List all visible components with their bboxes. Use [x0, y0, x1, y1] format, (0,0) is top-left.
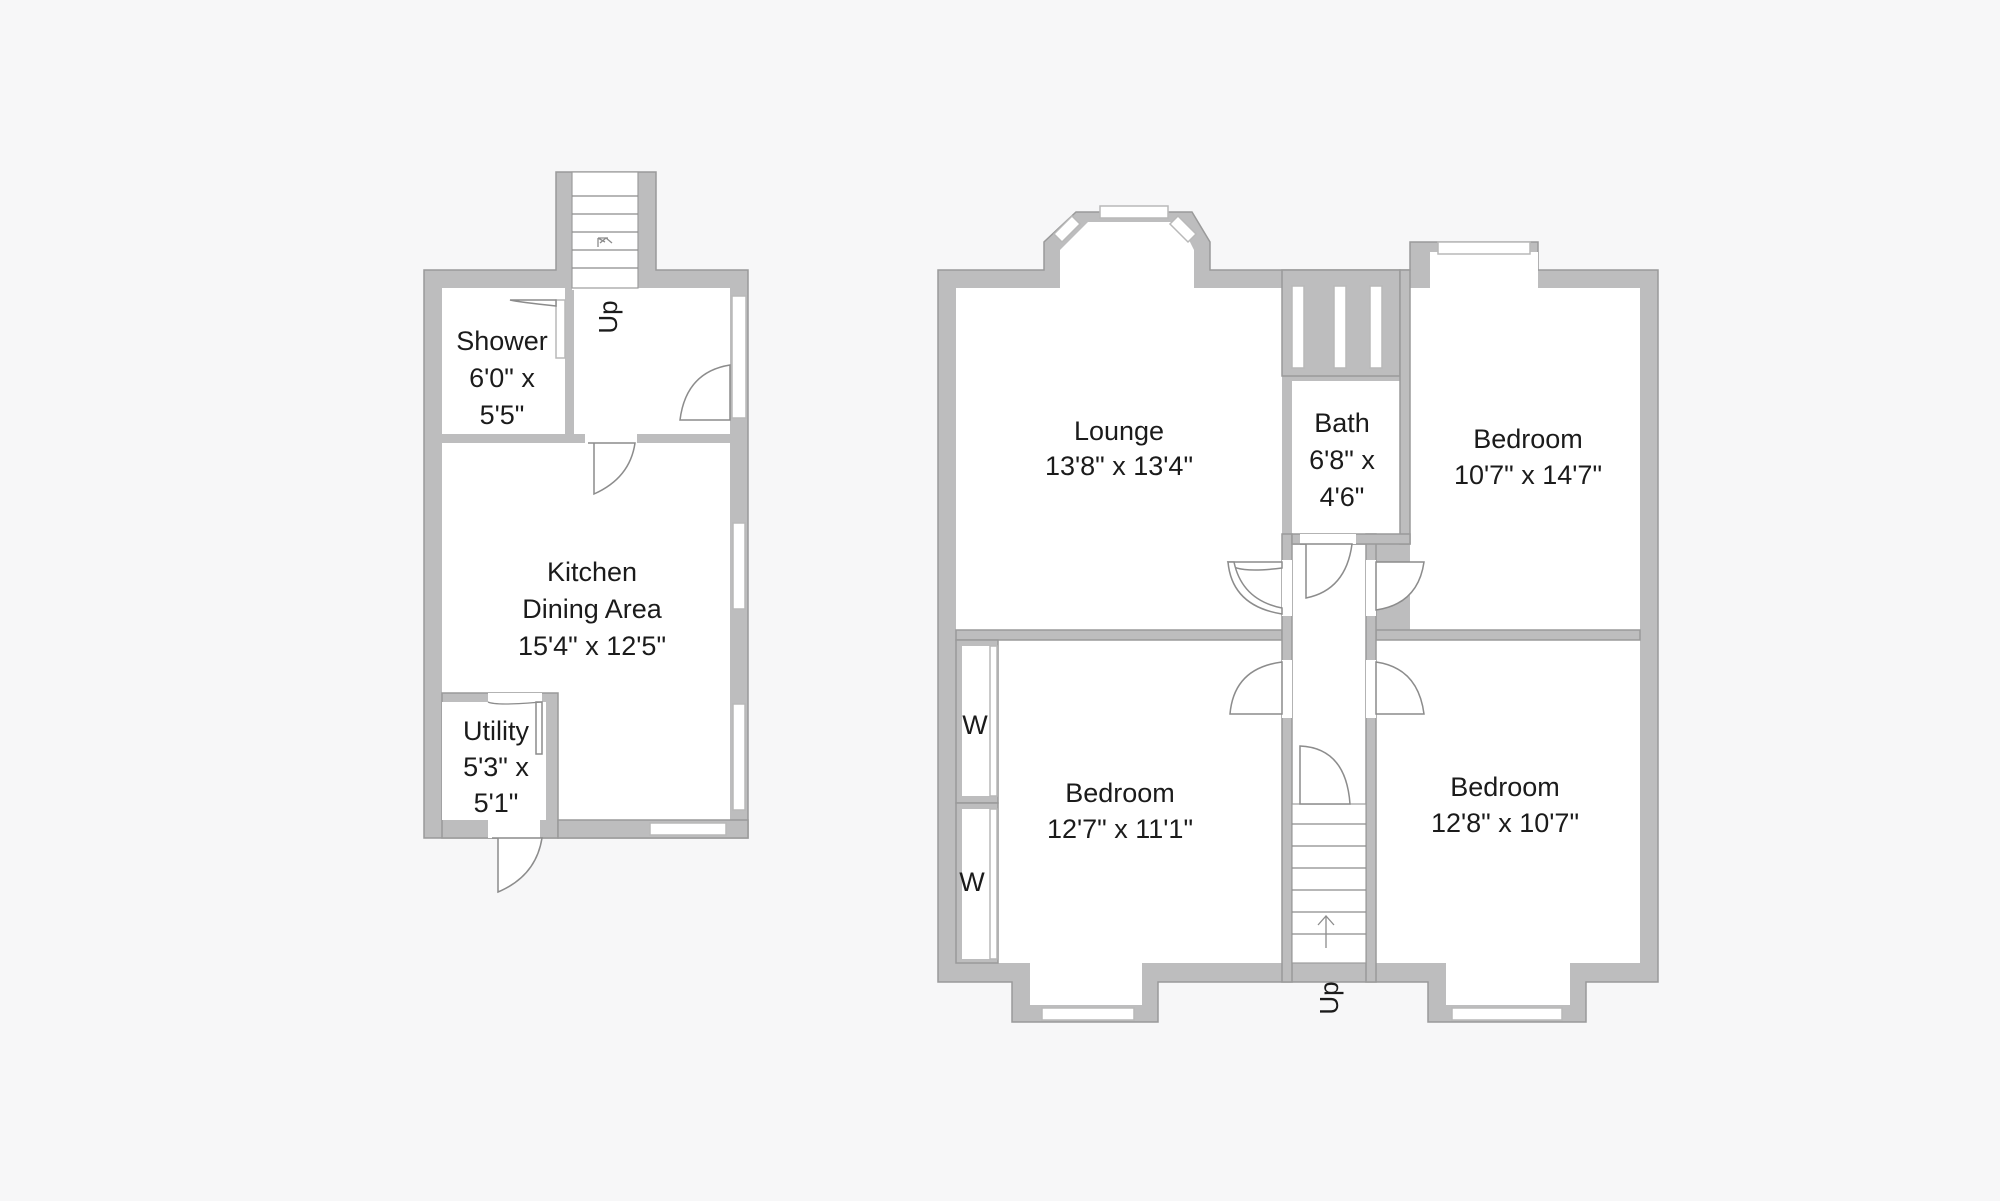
bedroom-br-window: [1451, 1007, 1563, 1021]
lounge-bedroom-divider: [955, 629, 1283, 641]
bedroom-tr-window: [1437, 241, 1531, 255]
bedroom-br-floor: [1376, 640, 1640, 963]
bedroom-bl-bay: [1030, 963, 1142, 1005]
lounge-bay-window-front: [1099, 205, 1169, 219]
bedroom-tr-label: Bedroom: [1473, 424, 1583, 454]
bedroom-tr-floor: [1410, 288, 1640, 630]
kitchen-dims: 15'4" x 12'5": [518, 631, 666, 661]
lounge-dims: 13'8" x 13'4": [1045, 451, 1193, 481]
bedroom-bl-dims: 12'7" x 11'1": [1047, 814, 1193, 844]
utility-floor: [442, 702, 546, 820]
landing-left-wall: [1281, 533, 1293, 983]
bedroom-br-bay: [1446, 963, 1570, 1005]
utility-dims-1: 5'3" x: [463, 752, 529, 782]
shower-dims-2: 5'5": [480, 400, 525, 430]
kitchen-window-1: [732, 522, 746, 610]
bath-door[interactable]: [1300, 534, 1356, 599]
bath-dims-2: 4'6": [1320, 482, 1365, 512]
landing-cupboard-door[interactable]: [1299, 745, 1351, 805]
bedroom-tr-dims: 10'7" x 14'7": [1454, 460, 1602, 490]
lounge-door[interactable]: [1226, 560, 1292, 616]
bedroom-tr-bay: [1430, 252, 1538, 288]
lounge-bay-window-right: [1168, 214, 1198, 244]
shower-room-floor: [442, 288, 565, 434]
bedroom-br-door[interactable]: [1366, 660, 1425, 718]
bath-dims-1: 6'8" x: [1309, 445, 1375, 475]
landing-stairs-up-label: Up: [1314, 981, 1344, 1014]
shower-dims-1: 6'0" x: [469, 363, 535, 393]
kitchen-door[interactable]: [585, 434, 637, 496]
wardrobe-1-doors[interactable]: [989, 645, 998, 797]
bedroom-tr-br-divider: [1375, 629, 1641, 641]
bath-label: Bath: [1314, 408, 1370, 438]
side-entrance-door[interactable]: [679, 295, 747, 421]
utility-exterior-door[interactable]: [488, 820, 543, 894]
bedroom-br-dims: 12'8" x 10'7": [1431, 808, 1579, 838]
shower-label: Shower: [456, 326, 548, 356]
bedroom-bl-door[interactable]: [1229, 660, 1292, 718]
ground-stairs-up-label: Up: [593, 300, 623, 333]
wardrobe-2-label: W: [959, 867, 985, 897]
kitchen-subtitle: Dining Area: [522, 594, 663, 624]
lounge-bay-window-left: [1052, 214, 1082, 244]
lounge-label: Lounge: [1074, 416, 1164, 446]
bedroom-bl-window: [1041, 1007, 1135, 1021]
kitchen-window-2: [732, 703, 746, 811]
bath-right-wall: [1399, 269, 1411, 545]
utility-inner-door[interactable]: [487, 693, 543, 755]
porch-stairs: [571, 171, 639, 289]
wardrobe-2-doors[interactable]: [989, 808, 998, 960]
lounge-floor: [956, 288, 1282, 630]
utility-dims-2: 5'1": [474, 788, 519, 818]
bedroom-bl-floor: [956, 640, 1282, 963]
shower-door[interactable]: [509, 299, 566, 359]
wardrobe-1-inner: [962, 646, 992, 796]
bedroom-bl-label: Bedroom: [1065, 778, 1175, 808]
utility-label: Utility: [463, 716, 529, 746]
landing-stairs: [1291, 803, 1367, 964]
bedroom-br-label: Bedroom: [1450, 772, 1560, 802]
wardrobe-1-label: W: [962, 710, 988, 740]
bedroom-tr-door[interactable]: [1366, 560, 1425, 616]
bath-floor: [1292, 381, 1400, 534]
linen-cupboard-doors[interactable]: [1291, 285, 1383, 369]
lounge-bay-floor: [1060, 222, 1194, 288]
kitchen-label: Kitchen: [547, 557, 637, 587]
kitchen-window-bottom: [649, 822, 727, 836]
first-floor-plan: Up: [937, 205, 1659, 1023]
wardrobe-2-inner: [962, 809, 992, 959]
ground-floor-plan: Up: [423, 171, 749, 894]
